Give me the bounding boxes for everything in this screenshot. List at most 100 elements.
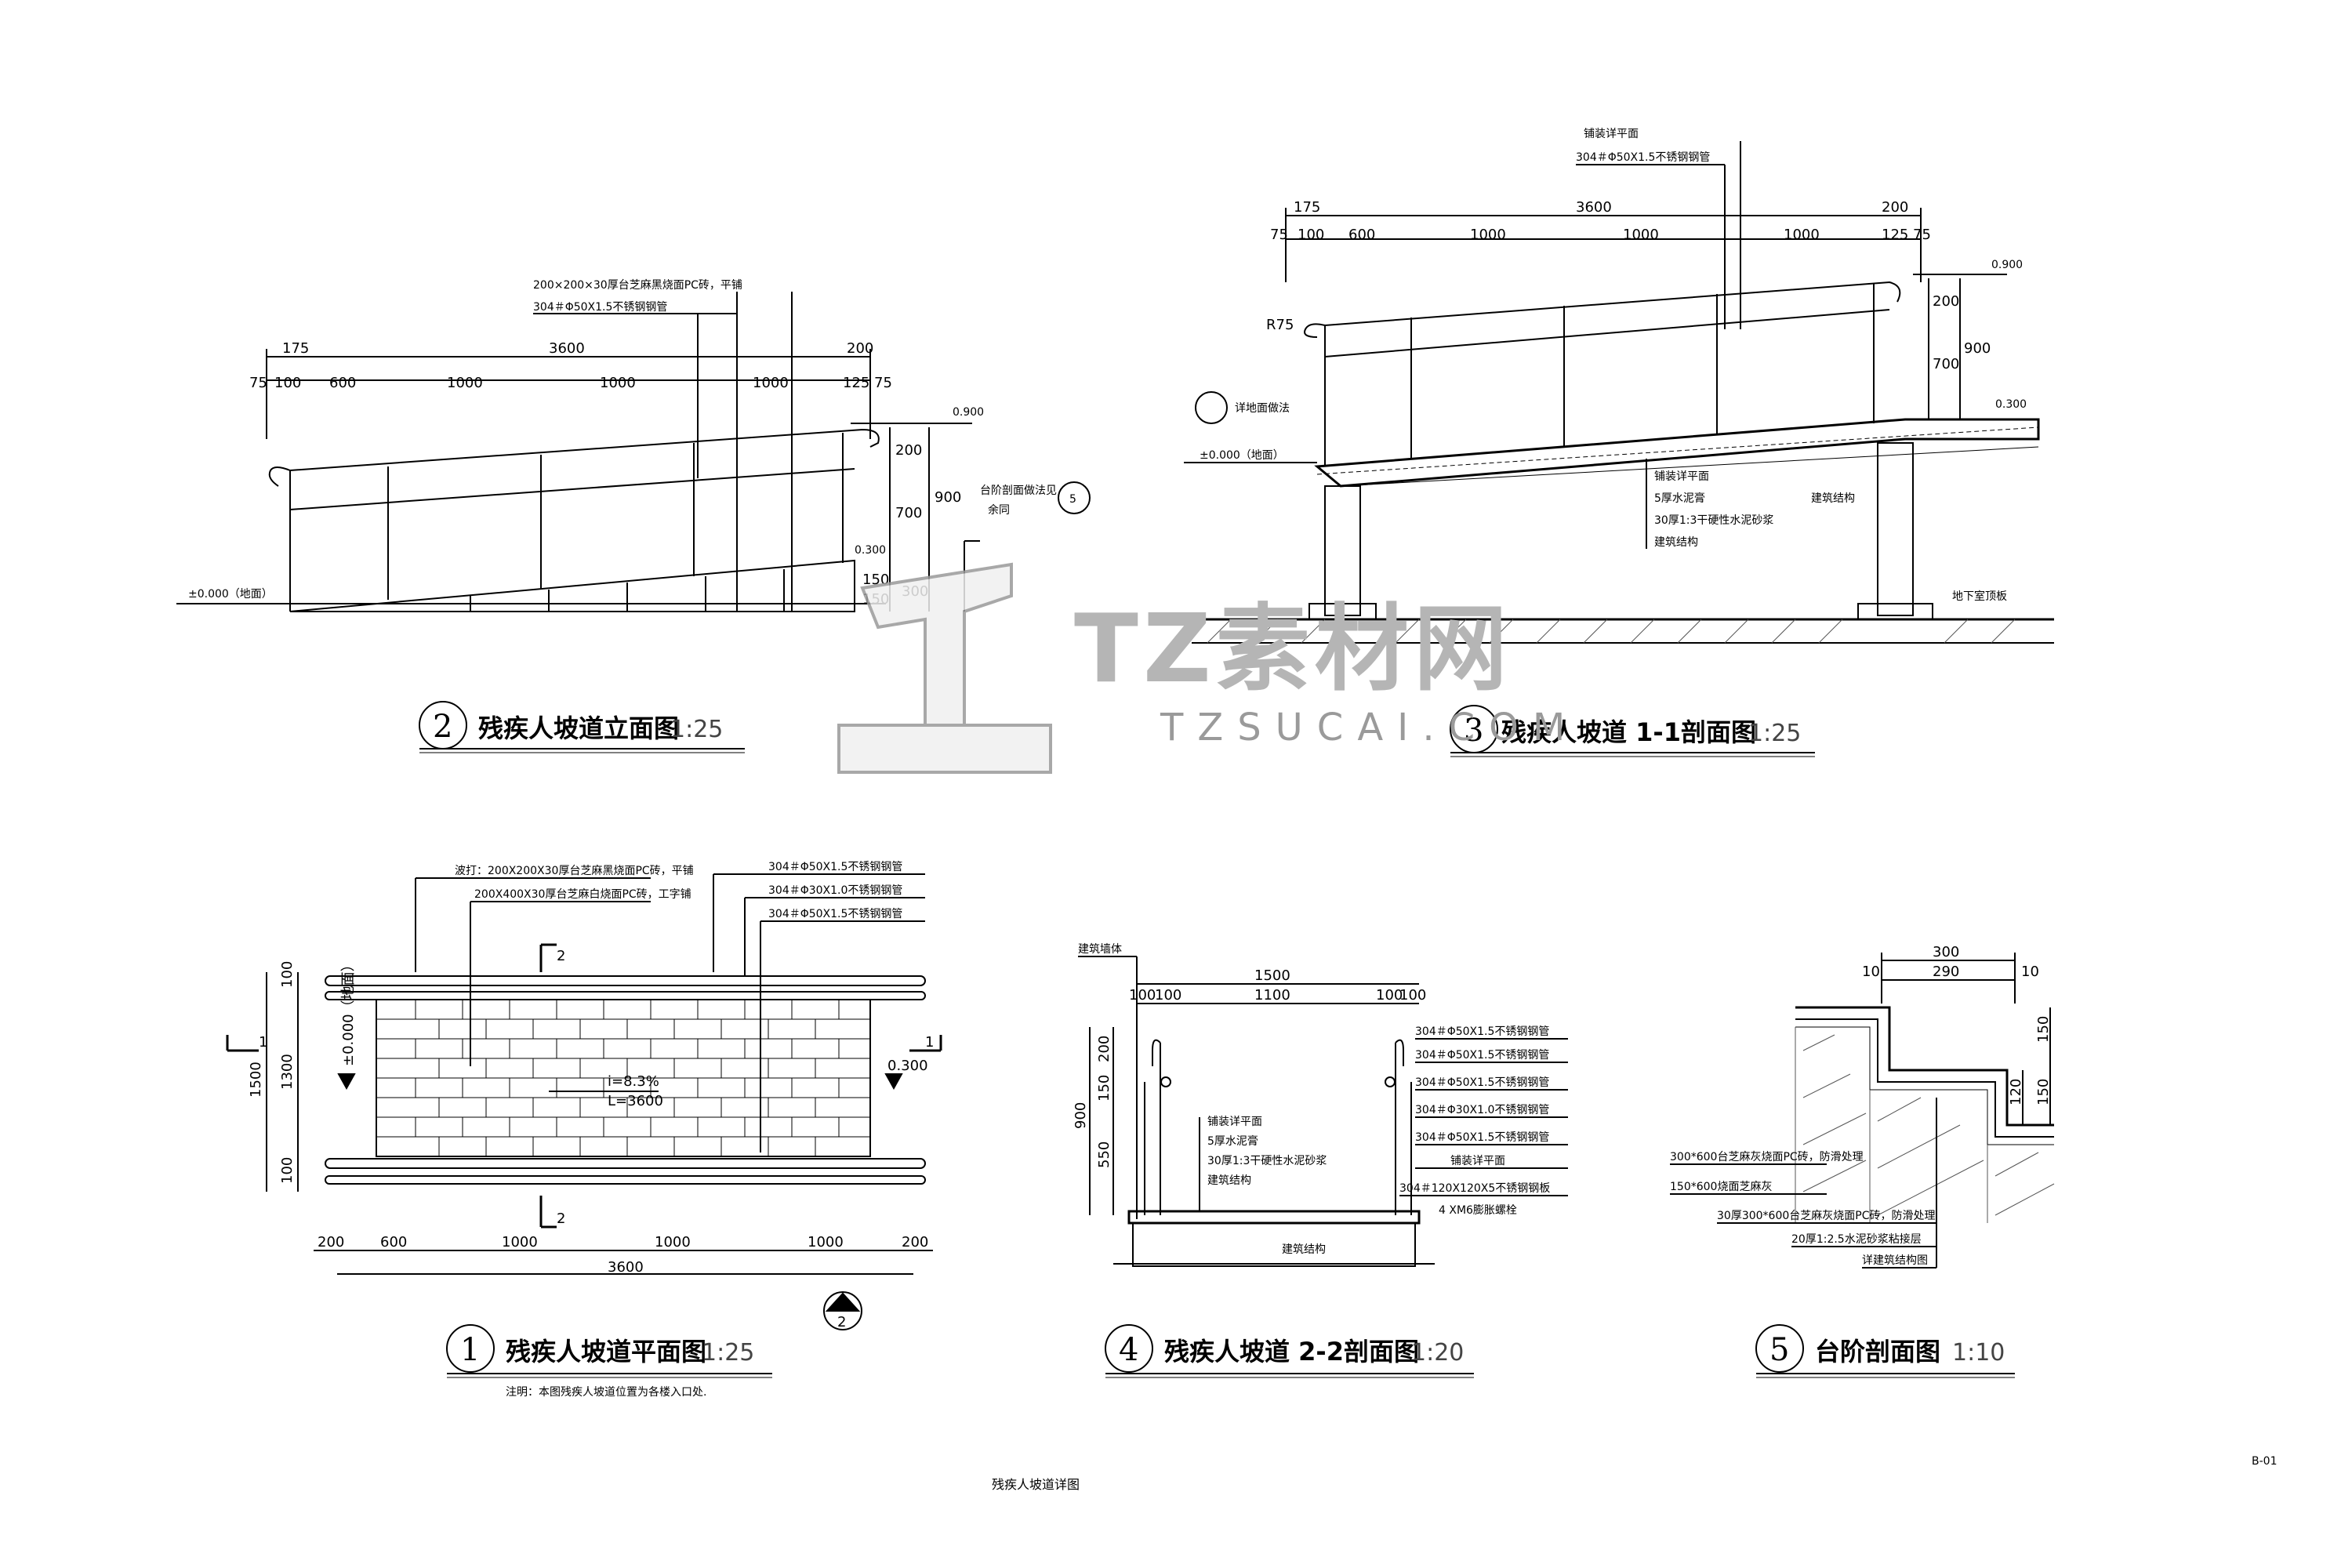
d1-bd-4: 1000 xyxy=(808,1234,844,1250)
note-d1-2: 304＃Φ50X1.5不锈钢钢管 xyxy=(768,861,902,873)
seg-2: 600 xyxy=(329,375,356,391)
d4-nl-3: 30厚1:3干硬性水泥砂浆 xyxy=(1207,1155,1327,1167)
seg-6: 125 xyxy=(843,375,869,391)
d1-note: 注明：本图残疾人坡道位置为各楼入口处. xyxy=(506,1386,706,1399)
d1-ld-2: 100 xyxy=(279,1157,296,1184)
d1-sec-2b: 2 xyxy=(557,1210,565,1227)
d3-number: 3 xyxy=(1464,713,1483,749)
d3-h-0: 200 xyxy=(1933,293,1959,310)
d5-top-3: 10 xyxy=(2021,964,2039,980)
dim-3600: 3600 xyxy=(549,340,585,357)
dim-200: 200 xyxy=(847,340,873,357)
d3-h-2: 900 xyxy=(1964,340,1991,357)
d1-length: L=3600 xyxy=(608,1093,663,1109)
d4-nr-4: 304＃Φ50X1.5不锈钢钢管 xyxy=(1415,1131,1549,1144)
d2-number: 2 xyxy=(433,709,452,745)
note-d2-0: 200×200×30厚台芝麻黑烧面PC砖，平铺 xyxy=(533,279,742,292)
d3-seg-7: 75 xyxy=(1913,227,1931,243)
note-d3-6: 建筑结构 xyxy=(1654,536,1698,549)
d1-bd-5: 200 xyxy=(902,1234,928,1250)
d1-bd-0: 200 xyxy=(318,1234,344,1250)
d4-nl-2: 5厚水泥膏 xyxy=(1207,1134,1258,1148)
level-d2-900: 0.900 xyxy=(953,406,984,419)
note-d3-4: 5厚水泥膏 xyxy=(1654,492,1705,505)
watermark-url: TZSUCAI.COM xyxy=(1160,706,1580,750)
d4-ld-1: 150 xyxy=(1096,1075,1112,1102)
d1-bd-total: 3600 xyxy=(608,1259,644,1276)
note-d2-2: 台阶剖面做法见 xyxy=(980,485,1057,497)
d1-scale: 1:25 xyxy=(702,1339,754,1367)
d3-scale: 1:25 xyxy=(1748,720,1801,747)
d4-nl-0: 建筑墙体 xyxy=(1078,943,1122,956)
d5-top-0: 300 xyxy=(1933,944,1959,960)
d1-sec-2a: 2 xyxy=(557,948,565,964)
seg-3: 1000 xyxy=(447,375,483,391)
d5-number: 5 xyxy=(1769,1332,1789,1368)
d3-seg-0: 75 xyxy=(1270,227,1288,243)
d3-seg-3: 1000 xyxy=(1470,227,1506,243)
d3-seg-4: 1000 xyxy=(1623,227,1659,243)
h-d2-2: 900 xyxy=(935,489,961,506)
note-d3-2: 详地面做法 xyxy=(1235,402,1290,415)
note-d1-0: 波打：200X200X30厚台芝麻黑烧面PC砖，平铺 xyxy=(455,864,694,877)
d3-seg-6: 125 xyxy=(1882,227,1908,243)
d3-200: 200 xyxy=(1882,199,1908,216)
d3-h-1: 700 xyxy=(1933,356,1959,372)
d5-scale: 1:10 xyxy=(1952,1339,2005,1367)
note-d3-0: 铺装详平面 xyxy=(1584,128,1639,140)
d2-title: 残疾人坡道立面图 xyxy=(478,713,679,743)
seg-7: 75 xyxy=(874,375,892,391)
d1-title: 残疾人坡道平面图 xyxy=(506,1337,706,1367)
d1-bd-2: 1000 xyxy=(502,1234,538,1250)
d3-radius: R75 xyxy=(1266,317,1294,333)
d4-ld-2: 550 xyxy=(1096,1142,1112,1168)
d4-nr-5: 铺装详平面 xyxy=(1450,1155,1505,1167)
drawing-3-section: 铺装详平面 304＃Φ50X1.5不锈钢钢管 175 3600 200 75 1… xyxy=(1184,128,2054,757)
d4-inner: 1100 xyxy=(1254,987,1290,1004)
seg-5: 1000 xyxy=(753,375,789,391)
d4-number: 4 xyxy=(1119,1332,1138,1368)
d4-scale: 1:20 xyxy=(1411,1339,1464,1367)
watermark-brand: TZ素材网 xyxy=(1074,595,1512,704)
drawing-5-step: 300 290 10 10 150 120 150 300*600台芝麻灰烧面P… xyxy=(1670,944,2055,1378)
d4-nr-7: 4 XM6膨胀螺栓 xyxy=(1439,1203,1517,1217)
level-d2-300: 0.300 xyxy=(855,544,886,557)
note-d1-1: 200X400X30厚台芝麻白烧面PC砖，工字铺 xyxy=(474,888,691,901)
level-d2-0: ±0.000（地面） xyxy=(188,588,273,601)
d5-n-3: 20厚1:2.5水泥砂浆粘接层 xyxy=(1791,1232,1922,1246)
d1-ld-0: 100 xyxy=(279,961,296,988)
d5-r-0: 150 xyxy=(2035,1016,2052,1043)
h-d2-1: 700 xyxy=(895,505,922,521)
d2-scale: 1:25 xyxy=(670,716,723,743)
d4-nl-1: 铺装详平面 xyxy=(1207,1116,1262,1128)
d5-n-4: 详建筑结构图 xyxy=(1862,1254,1928,1267)
d5-n-1: 150*600烧面芝麻灰 xyxy=(1670,1181,1772,1193)
d1-ld-3: 1500 xyxy=(248,1062,264,1098)
d3-title: 残疾人坡道 1-1剖面图 xyxy=(1501,717,1756,747)
d5-top-1: 290 xyxy=(1933,964,1959,980)
seg-4: 1000 xyxy=(600,375,636,391)
d4-bottom: 建筑结构 xyxy=(1282,1243,1326,1256)
d1-number: 1 xyxy=(460,1332,480,1368)
d1-bd-1: 600 xyxy=(380,1234,407,1250)
watermark-logo-icon xyxy=(837,562,1052,774)
d4-title: 残疾人坡道 2-2剖面图 xyxy=(1164,1337,1419,1367)
note-d3-5: 30厚1:3干硬性水泥砂浆 xyxy=(1654,514,1773,527)
d5-top-2: 10 xyxy=(1862,964,1880,980)
note-d3-7: 建筑结构 xyxy=(1811,492,1855,505)
d1-level-0: ±0.000（地面） xyxy=(340,957,357,1066)
d4-edge-1: 100 xyxy=(1155,987,1181,1004)
seg-1: 100 xyxy=(274,375,301,391)
d3-level-300: 0.300 xyxy=(1995,398,2027,411)
d1-bd-3: 1000 xyxy=(655,1234,691,1250)
note-d2-1: 304＃Φ50X1.5不锈钢钢管 xyxy=(533,301,667,314)
d1-north: 2 xyxy=(837,1314,846,1330)
dim-175: 175 xyxy=(282,340,309,357)
watermark: TZ素材网 TZSUCAI.COM xyxy=(831,549,1584,800)
d4-nl-4: 建筑结构 xyxy=(1207,1174,1251,1187)
d3-seg-1: 100 xyxy=(1298,227,1324,243)
note-d1-3: 304＃Φ30X1.0不锈钢钢管 xyxy=(768,884,902,897)
d5-r-2: 150 xyxy=(2035,1079,2052,1105)
note-d1-4: 304＃Φ50X1.5不锈钢钢管 xyxy=(768,908,902,920)
